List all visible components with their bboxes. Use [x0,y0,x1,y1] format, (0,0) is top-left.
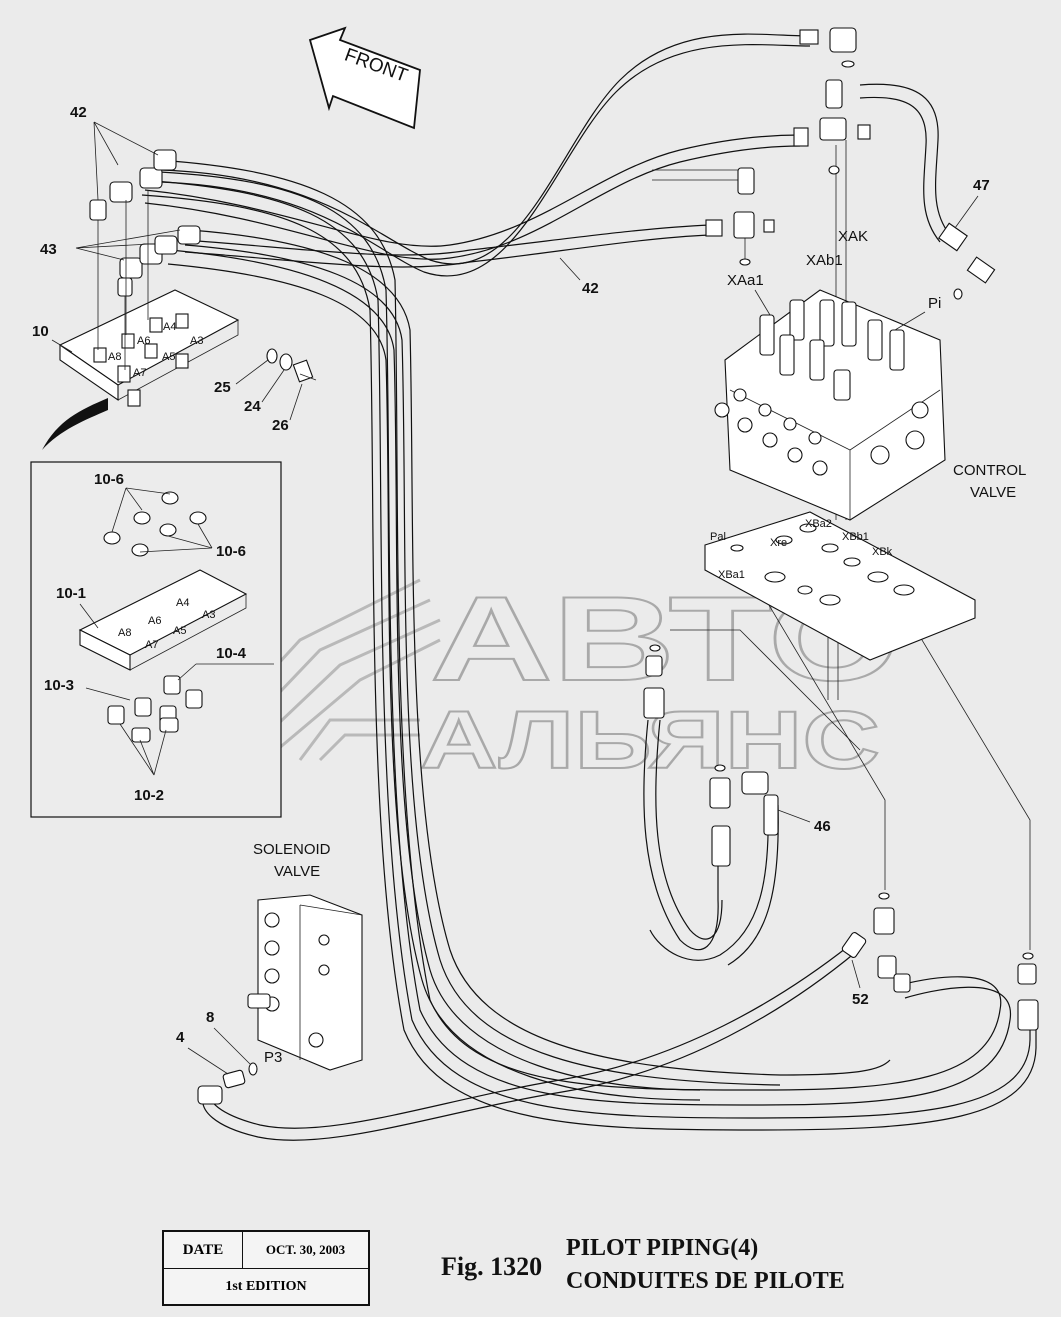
component-labels: CONTROL VALVE SOLENOID VALVE [253,462,1026,880]
callout-42-mid: 42 [582,280,599,297]
port-label-xre: Xre [770,537,787,549]
callout-25: 25 [214,379,231,396]
port-label-xaa1: XAa1 [727,272,764,289]
callout-43: 43 [40,241,57,258]
hose-46 [643,719,779,966]
callout-10-2: 10-2 [134,787,164,804]
detail-plate-a7: A7 [145,639,158,651]
port-label-xak: XAK [838,228,868,245]
callout-10-3: 10-3 [44,677,74,694]
detail-plate-a4: A4 [176,597,189,609]
callout-10-1: 10-1 [56,585,86,602]
detail-box: A4 A3 A6 A5 A8 A7 [30,461,282,818]
control-valve-label-1: CONTROL [953,462,1026,479]
control-valve [714,289,946,521]
hose-bundle [139,33,1037,1131]
plate-label-a8: A8 [108,351,121,363]
callout-24: 24 [244,398,261,415]
title-block: DATE OCT. 30, 2003 1st EDITION [162,1230,370,1306]
hose-47 [859,83,996,284]
front-arrow: FRONT [308,26,421,130]
plate-label-a7: A7 [133,367,146,379]
date-label: DATE [164,1232,243,1268]
fittings-52 [841,892,1039,1031]
detail-plate-a6: A6 [148,615,161,627]
port-plate [704,511,976,661]
callout-10-4: 10-4 [216,645,247,662]
detail-plate-a3: A3 [202,609,215,621]
plate-label-a4: A4 [163,321,176,333]
fittings-46 [643,644,779,867]
callout-52: 52 [852,991,869,1008]
solenoid-valve [247,894,363,1071]
detail-plate-a5: A5 [173,625,186,637]
bolt-assembly [266,348,317,383]
figure-title-en: PILOT PIPING(4) [566,1235,759,1261]
detail-plate-a8: A8 [118,627,131,639]
callout-47: 47 [973,177,990,194]
figure-title-fr: CONDUITES DE PILOTE [566,1268,845,1294]
port-label-xba2: XBa2 [805,518,832,530]
port-label-pi: Pi [928,295,941,312]
top-fittings [652,27,871,266]
callouts: 42 43 10 25 24 26 42 47 46 52 4 8 10-6 1… [32,104,990,1075]
callout-42-top: 42 [70,104,87,121]
edition-label: 1st EDITION [225,1279,307,1294]
callout-26: 26 [272,417,289,434]
port-label-xbk: XBk [872,546,893,558]
callout-46: 46 [814,818,831,835]
port-label-p3: P3 [264,1049,282,1066]
plate-label-a3: A3 [190,335,203,347]
port-label-xbb1: XBb1 [842,531,869,543]
plate-label-a6: A6 [137,335,150,347]
solenoid-valve-label-2: VALVE [274,863,320,880]
title-block-date-row: DATE OCT. 30, 2003 [164,1232,368,1269]
port-labels: XAK XAb1 XAa1 Pi Pal Xre XBa2 XBb1 XBk X… [264,228,963,1066]
figure-number: Fig. 1320 [441,1252,543,1281]
date-value: OCT. 30, 2003 [265,1242,346,1257]
plate-label-a5: A5 [162,351,175,363]
port-label-xba1: XBa1 [718,569,745,581]
callout-10: 10 [32,323,49,340]
solenoid-valve-label-1: SOLENOID [253,841,331,858]
callout-10-6-right: 10-6 [216,543,246,560]
port-label-xab1: XAb1 [806,252,843,269]
callout-8: 8 [206,1009,214,1026]
detail-arrow [42,398,108,450]
control-valve-label-2: VALVE [970,484,1016,501]
callout-4: 4 [176,1029,185,1046]
hose-52 [202,944,857,1141]
callout-10-6-top: 10-6 [94,471,124,488]
fittings-4-8 [197,1062,258,1105]
block-10: A4 A3 A6 A5 A8 A7 [58,149,240,407]
port-label-pal: Pal [710,531,726,543]
